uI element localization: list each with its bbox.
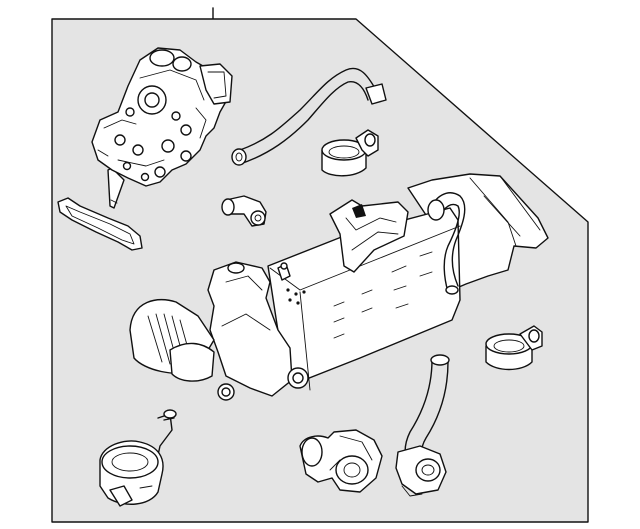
- coolant-connector-lower[interactable]: [299, 429, 383, 493]
- egr-valve[interactable]: [91, 47, 233, 209]
- hose-clamp-lower[interactable]: [485, 325, 543, 371]
- cooler-coolant-tube[interactable]: [427, 192, 466, 295]
- vacuum-actuator[interactable]: [99, 409, 177, 507]
- gasket[interactable]: [57, 197, 143, 251]
- hose-connector-small[interactable]: [221, 195, 267, 227]
- egr-cooler[interactable]: [129, 173, 549, 401]
- coolant-pipe-right[interactable]: [395, 354, 450, 497]
- coolant-hose-upper[interactable]: [231, 67, 387, 166]
- hose-clamp-upper[interactable]: [321, 129, 379, 177]
